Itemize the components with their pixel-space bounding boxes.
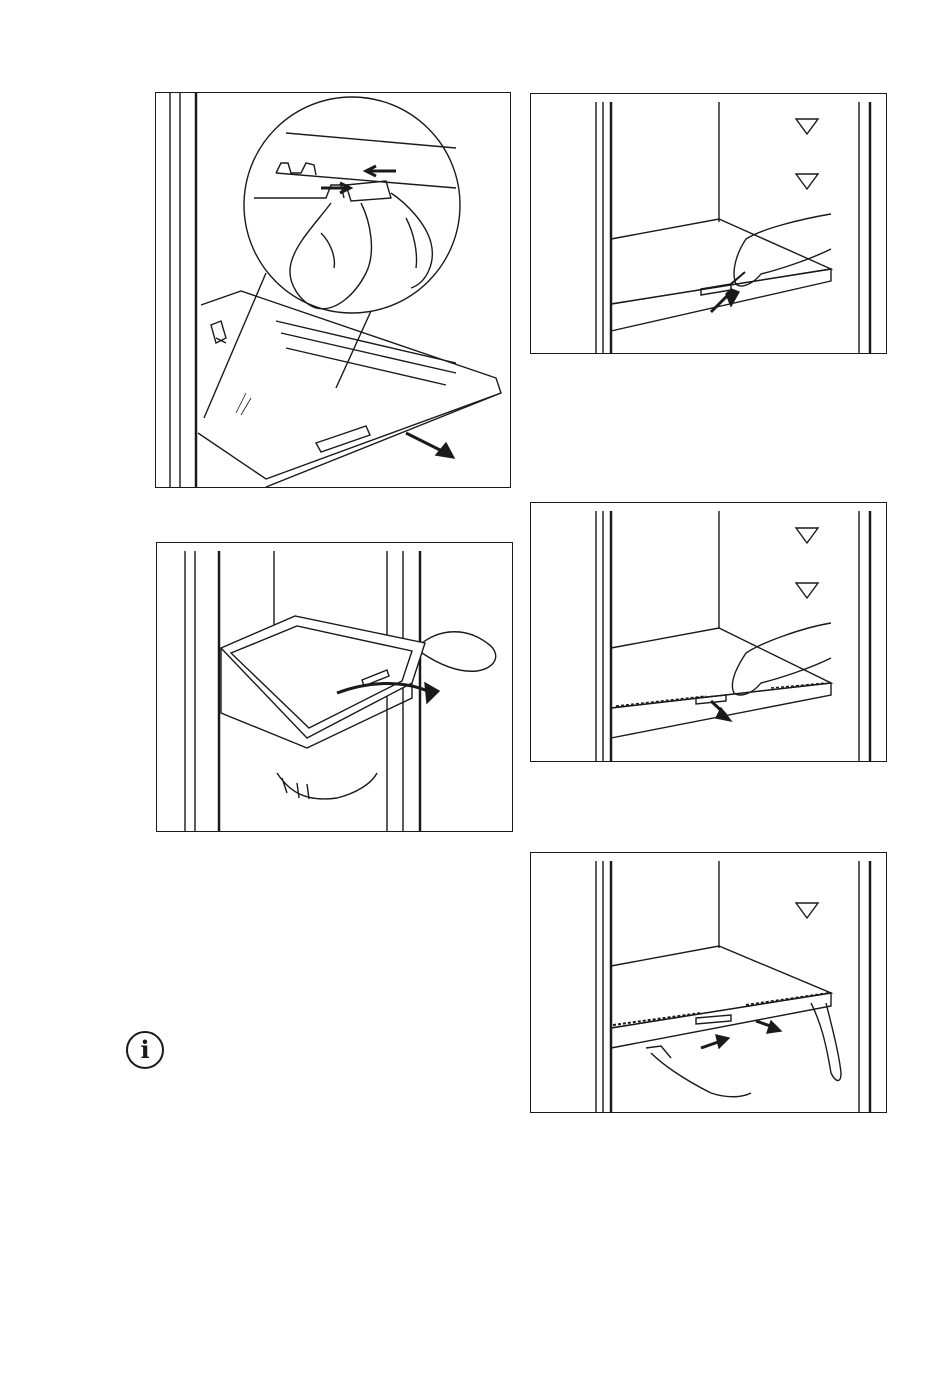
figure-clip-release [155,92,511,488]
triangle-marker-icon [796,903,818,918]
triangle-marker-icon [796,119,818,134]
figure-lift-tilt [156,542,513,832]
info-icon-glyph: i [140,1038,149,1062]
drawer-pull-out-illustration [531,503,886,761]
figure-pull-out [530,502,887,762]
triangle-marker-icon [796,174,818,189]
info-icon: i [126,1031,164,1069]
triangle-marker-icon [796,583,818,598]
drawer-press-latch-illustration [531,94,886,353]
triangle-marker-icon [796,528,818,543]
figure-remove-drawer [530,852,887,1113]
drawer-lift-tilt-illustration [157,543,512,831]
drawer-remove-illustration [531,853,886,1112]
drawer-clip-release-illustration [156,93,510,487]
figure-press-latch [530,93,887,354]
